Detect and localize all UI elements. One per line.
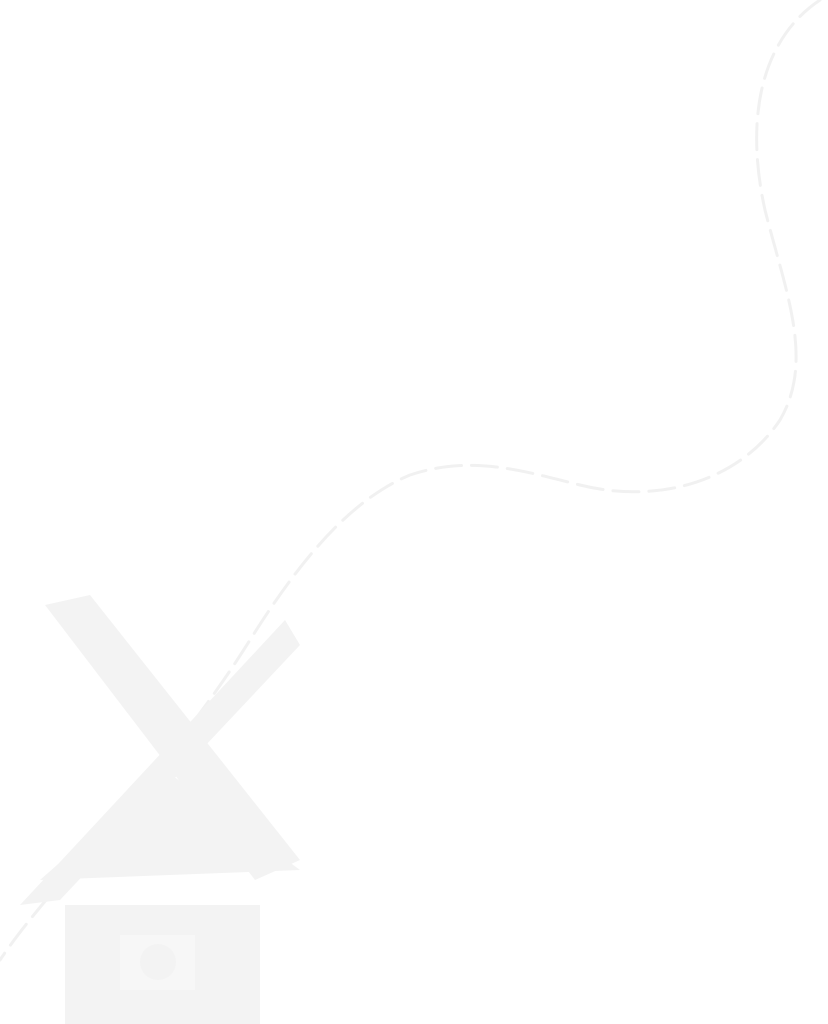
- house-emblem: [140, 944, 176, 980]
- roof-shape: [40, 770, 300, 880]
- x-stroke-right: [20, 620, 300, 905]
- x-stroke-left: [45, 595, 300, 880]
